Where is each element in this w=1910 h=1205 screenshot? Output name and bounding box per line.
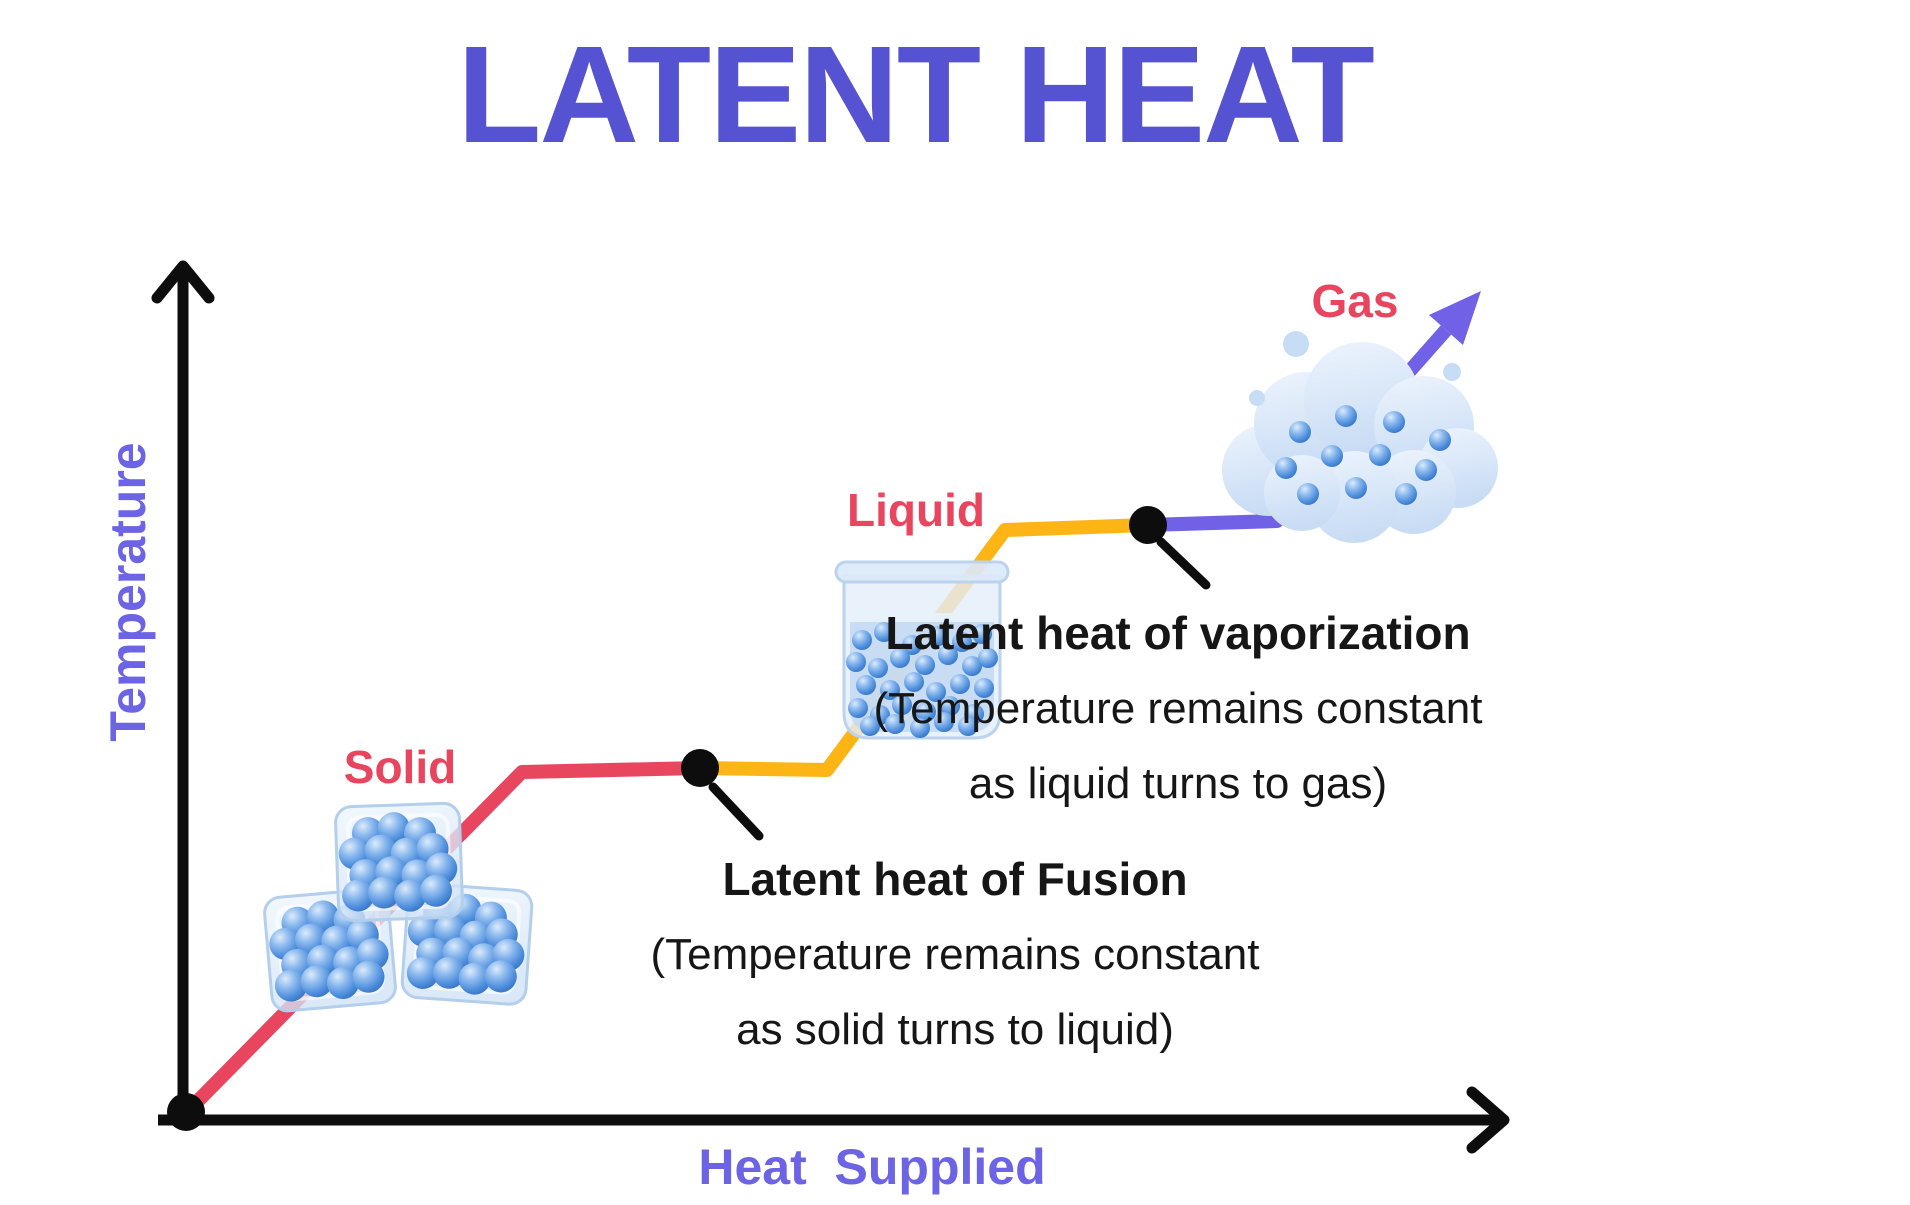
leader-lines — [708, 537, 1211, 841]
fusion-annotation-line1: (Temperature remains constant — [650, 930, 1260, 980]
vaporization-leader-line — [1156, 537, 1211, 590]
gas-cloud-illustration — [1222, 331, 1498, 543]
ice-cubes-illustration — [263, 803, 533, 1012]
x-axis-arrow-icon — [1466, 1086, 1510, 1154]
page-title: LATENT HEAT — [457, 18, 1375, 172]
solid-phase-label: Solid — [343, 741, 457, 793]
fusion-dot — [681, 749, 719, 787]
fusion-annotation-line2: as solid turns to liquid) — [736, 1004, 1174, 1054]
vaporization-annotation-title: Latent heat of vaporization — [885, 607, 1471, 659]
fusion-annotation-title: Latent heat of Fusion — [722, 853, 1188, 905]
vaporization-annotation: Latent heat of vaporization (Temperature… — [874, 594, 1483, 822]
beaker-illustration — [834, 560, 1010, 740]
axes — [151, 260, 1510, 1154]
cloud-bubbles — [1249, 331, 1461, 406]
vaporization-annotation-line1: (Temperature remains constant — [873, 684, 1483, 734]
beaker-rim — [834, 560, 1010, 584]
y-axis-label: Temperature — [100, 442, 156, 742]
beaker-liquid-surface — [850, 613, 994, 622]
fusion-annotation: Latent heat of Fusion (Temperature remai… — [651, 840, 1260, 1068]
transition-dots — [167, 506, 1167, 1131]
ice-cube-icon — [335, 803, 463, 921]
gas-arrowhead-icon — [1429, 291, 1481, 345]
vaporization-annotation-line2: as liquid turns to gas) — [968, 758, 1388, 808]
liquid-phase-label: Liquid — [847, 484, 985, 536]
y-axis-arrow-icon — [151, 260, 215, 304]
vaporization-dot — [1129, 506, 1167, 544]
x-axis-label: Heat Supplied — [698, 1139, 1046, 1195]
gas-phase-label: Gas — [1311, 275, 1399, 327]
origin-dot — [167, 1093, 205, 1131]
fusion-leader-line — [708, 782, 764, 841]
